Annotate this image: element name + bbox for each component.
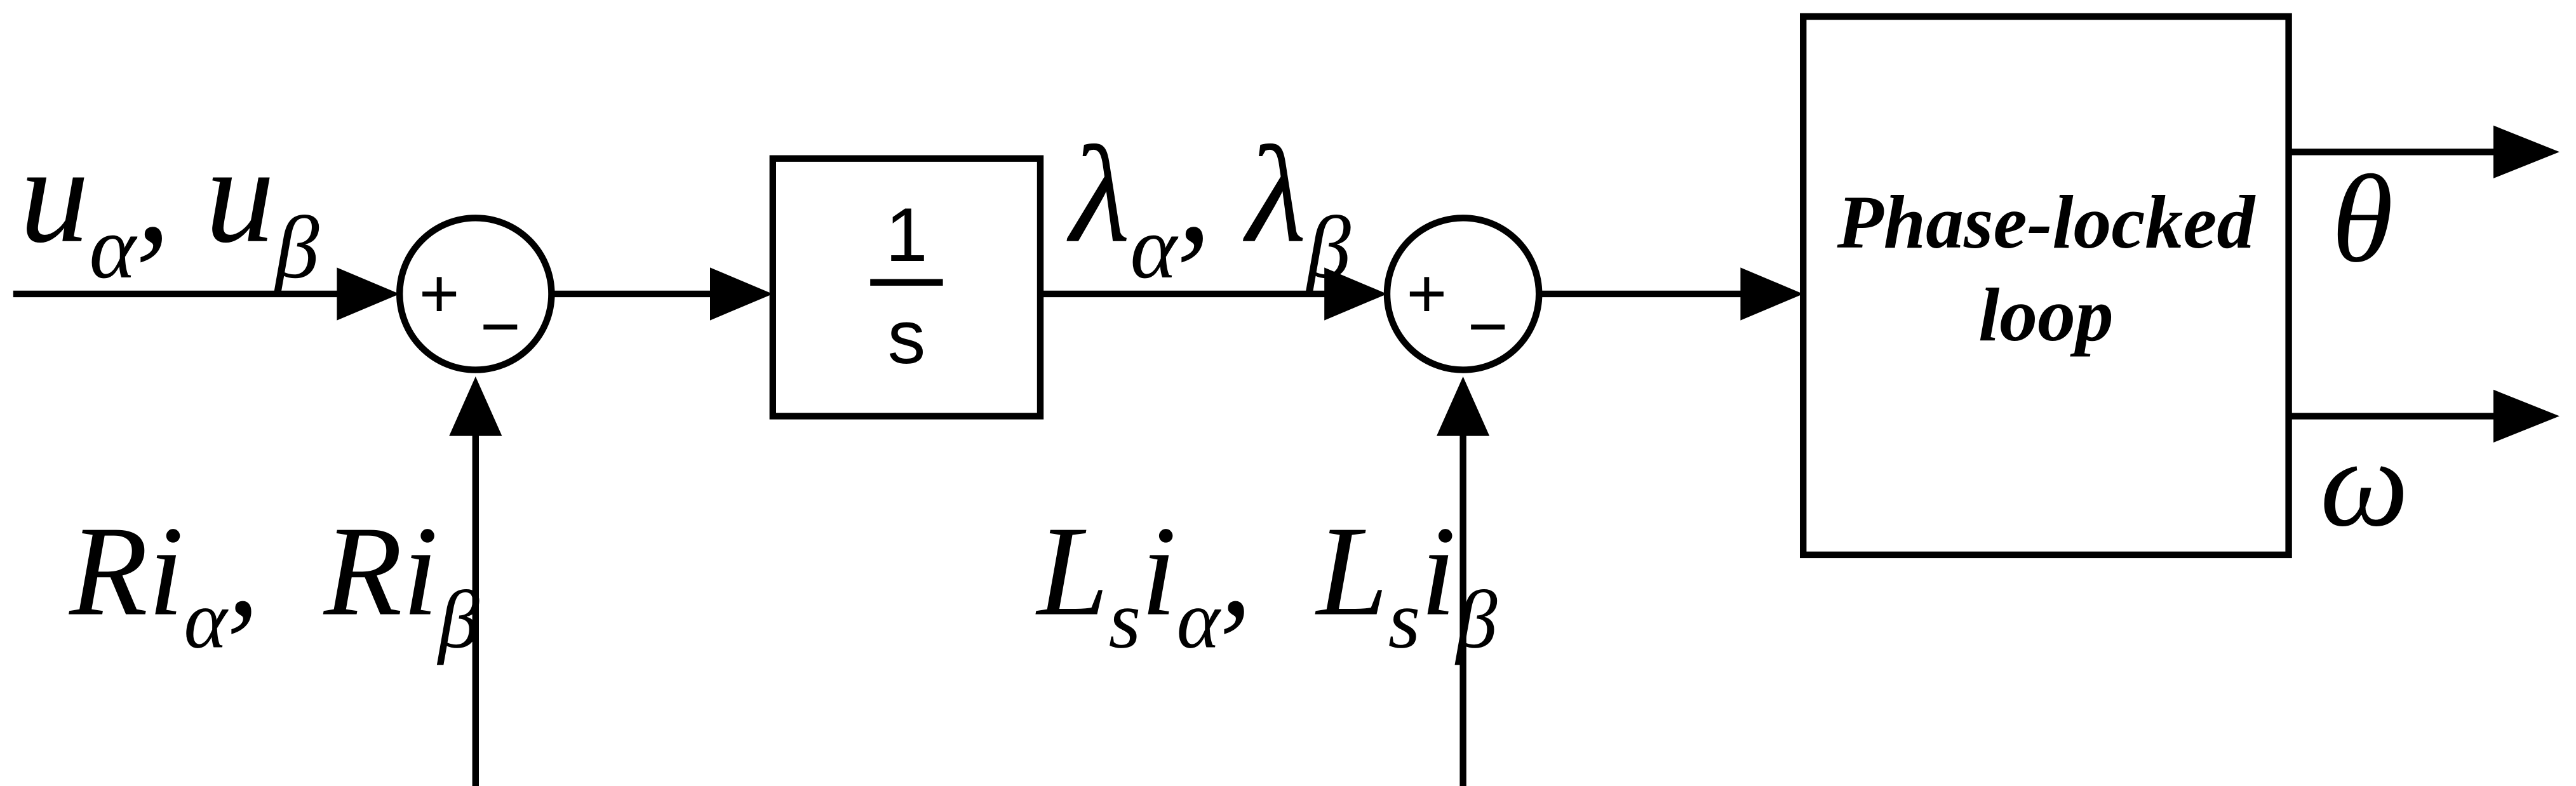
sum2-minus-sign: − bbox=[1468, 288, 1508, 365]
input-signal-label: uα, uβ bbox=[20, 118, 319, 297]
flux-label-part: , bbox=[1177, 118, 1246, 272]
input-label-part: u bbox=[205, 118, 274, 272]
r-label-part: , bbox=[227, 499, 324, 642]
flux-label-part: λ bbox=[1242, 118, 1306, 272]
r-label-part: Ri bbox=[323, 499, 438, 642]
input-label-sub: α bbox=[89, 199, 138, 297]
pll-arrowhead-icon bbox=[1740, 267, 1804, 321]
pll-block bbox=[1800, 13, 2292, 559]
integrator-numerator: 1 bbox=[885, 193, 928, 277]
theta-output-label: θ bbox=[2331, 149, 2393, 288]
omega-arrowhead-icon bbox=[2493, 389, 2559, 443]
r-label-part: Ri bbox=[68, 499, 184, 642]
flux-signal-label: λα, λβ bbox=[1066, 118, 1351, 297]
l-feedback-arrowhead-icon bbox=[1437, 376, 1490, 436]
l-label-part: i bbox=[1141, 499, 1176, 642]
pll-title-line1: Phase-locked bbox=[1837, 180, 2257, 264]
flux-label-part: λ bbox=[1066, 118, 1130, 272]
integrator-denominator: s bbox=[887, 295, 925, 380]
input-label-sub: β bbox=[272, 199, 319, 297]
input-label-part: , bbox=[136, 118, 205, 272]
r-label-sub: β bbox=[436, 575, 480, 666]
l-label-sub: α bbox=[1177, 575, 1222, 666]
r-feedback-label: Riα, Riβ bbox=[68, 499, 480, 665]
integrator-arrowhead-icon bbox=[710, 267, 773, 321]
flux-label-sub: α bbox=[1130, 199, 1179, 297]
l-label-part: L bbox=[1315, 499, 1388, 642]
l-label-part: L bbox=[1035, 499, 1109, 642]
sum2-arrowhead-icon bbox=[1324, 267, 1387, 321]
pll-title-line2: loop bbox=[1978, 272, 2114, 357]
input-arrowhead-icon bbox=[337, 267, 400, 321]
l-label-part: , bbox=[1220, 499, 1317, 642]
sum2-plus-sign: + bbox=[1407, 255, 1447, 332]
r-label-sub: α bbox=[184, 575, 229, 666]
l-label-sub: s bbox=[1388, 575, 1421, 666]
integrator-block bbox=[769, 155, 1044, 420]
l-feedback-label: Lsiα, Lsiβ bbox=[1035, 499, 1498, 665]
l-label-sub: s bbox=[1109, 575, 1141, 666]
r-feedback-arrowhead-icon bbox=[449, 376, 502, 436]
input-label-part: u bbox=[20, 118, 89, 272]
omega-output-label: ω bbox=[2320, 413, 2409, 552]
sum1-minus-sign: − bbox=[480, 288, 521, 365]
l-label-sub: β bbox=[1454, 575, 1498, 666]
sum1-plus-sign: + bbox=[419, 255, 460, 332]
theta-arrowhead-icon bbox=[2493, 125, 2559, 178]
l-label-part: i bbox=[1420, 499, 1456, 642]
